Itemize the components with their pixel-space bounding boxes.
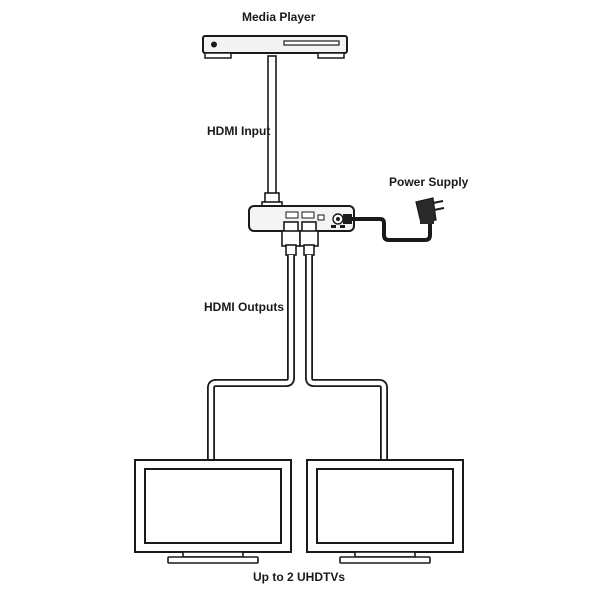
hdmi-input-label: HDMI Input bbox=[207, 124, 271, 138]
media-player-icon bbox=[202, 35, 348, 59]
hdmi-input-cable bbox=[261, 55, 283, 224]
uhdtvs-label: Up to 2 UHDTVs bbox=[253, 570, 346, 584]
hdmi-output-cable-1 bbox=[207, 255, 295, 462]
power-supply-label: Power Supply bbox=[389, 175, 469, 189]
hdmi-output-connector-1 bbox=[281, 221, 301, 256]
power-cable bbox=[352, 217, 432, 242]
hdmi-output-connector-2 bbox=[299, 221, 319, 256]
uhdtv-left-icon bbox=[134, 459, 292, 564]
uhdtv-right-icon bbox=[306, 459, 464, 564]
hdmi-output-cable-2 bbox=[305, 255, 388, 462]
hdmi-outputs-label: HDMI Outputs bbox=[204, 300, 284, 314]
media-player-label: Media Player bbox=[242, 10, 316, 24]
power-adapter-icon bbox=[415, 197, 445, 224]
